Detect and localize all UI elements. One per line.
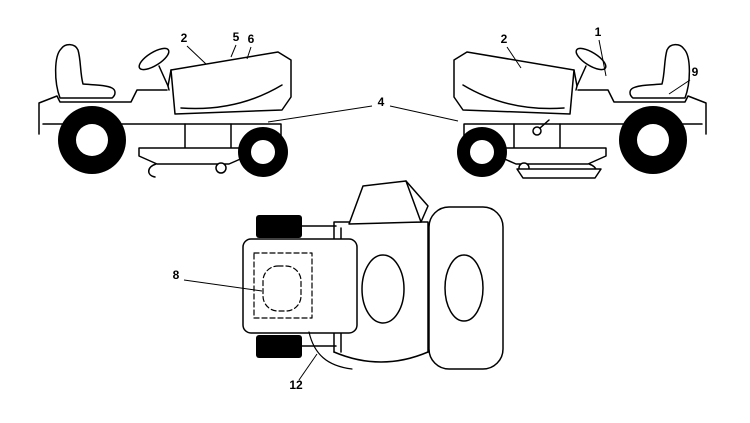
leader-right-hood (506, 46, 522, 69)
top-view-wheel-lower (256, 335, 302, 358)
leader-hood-top-b (246, 46, 252, 60)
leader-deck-top (183, 279, 263, 292)
key-line (539, 119, 550, 129)
callout-leader-lines (183, 39, 691, 381)
callout-labels: 2 5 6 4 2 1 9 8 12 (173, 25, 699, 392)
axle-lines (301, 225, 337, 347)
top-view-wheel-upper (256, 215, 302, 238)
callout-rear-fender: 9 (692, 65, 699, 79)
deck-dashed-opening (253, 252, 313, 319)
callout-left-hood: 2 (181, 31, 188, 45)
leader-hood-top-a (230, 44, 237, 58)
leader-left-hood (186, 45, 207, 65)
left-tractor-side-view (38, 43, 292, 178)
deck-dashed-decal-area (262, 265, 302, 312)
steering-oval-top (361, 254, 405, 324)
chute-curve (308, 331, 353, 370)
callout-deck-chute: 12 (289, 378, 303, 392)
tractor-top-view (242, 180, 504, 370)
leader-4-right (389, 105, 459, 122)
right-tractor-details (516, 119, 602, 179)
callout-right-hood: 2 (501, 32, 508, 46)
engine-oval (444, 254, 484, 322)
callout-deck-top-view: 8 (173, 268, 180, 282)
leader-steering (598, 39, 607, 77)
chassis-front-arc (333, 351, 429, 363)
seat-back-top-view (348, 180, 422, 225)
deck-top-view (242, 238, 358, 334)
deck-skirt (516, 168, 602, 179)
ignition-key-detail (532, 126, 542, 136)
seat-back-fold (405, 180, 429, 223)
callout-hood-top-b: 6 (248, 32, 255, 46)
callout-both-side-panels: 4 (378, 95, 385, 109)
callout-steering-area: 1 (595, 25, 602, 39)
right-tractor-side-view (453, 43, 707, 178)
callout-hood-top-a: 5 (233, 30, 240, 44)
leader-rear-fender (668, 79, 691, 95)
leader-4-left (267, 105, 373, 123)
leader-chute (298, 353, 318, 381)
